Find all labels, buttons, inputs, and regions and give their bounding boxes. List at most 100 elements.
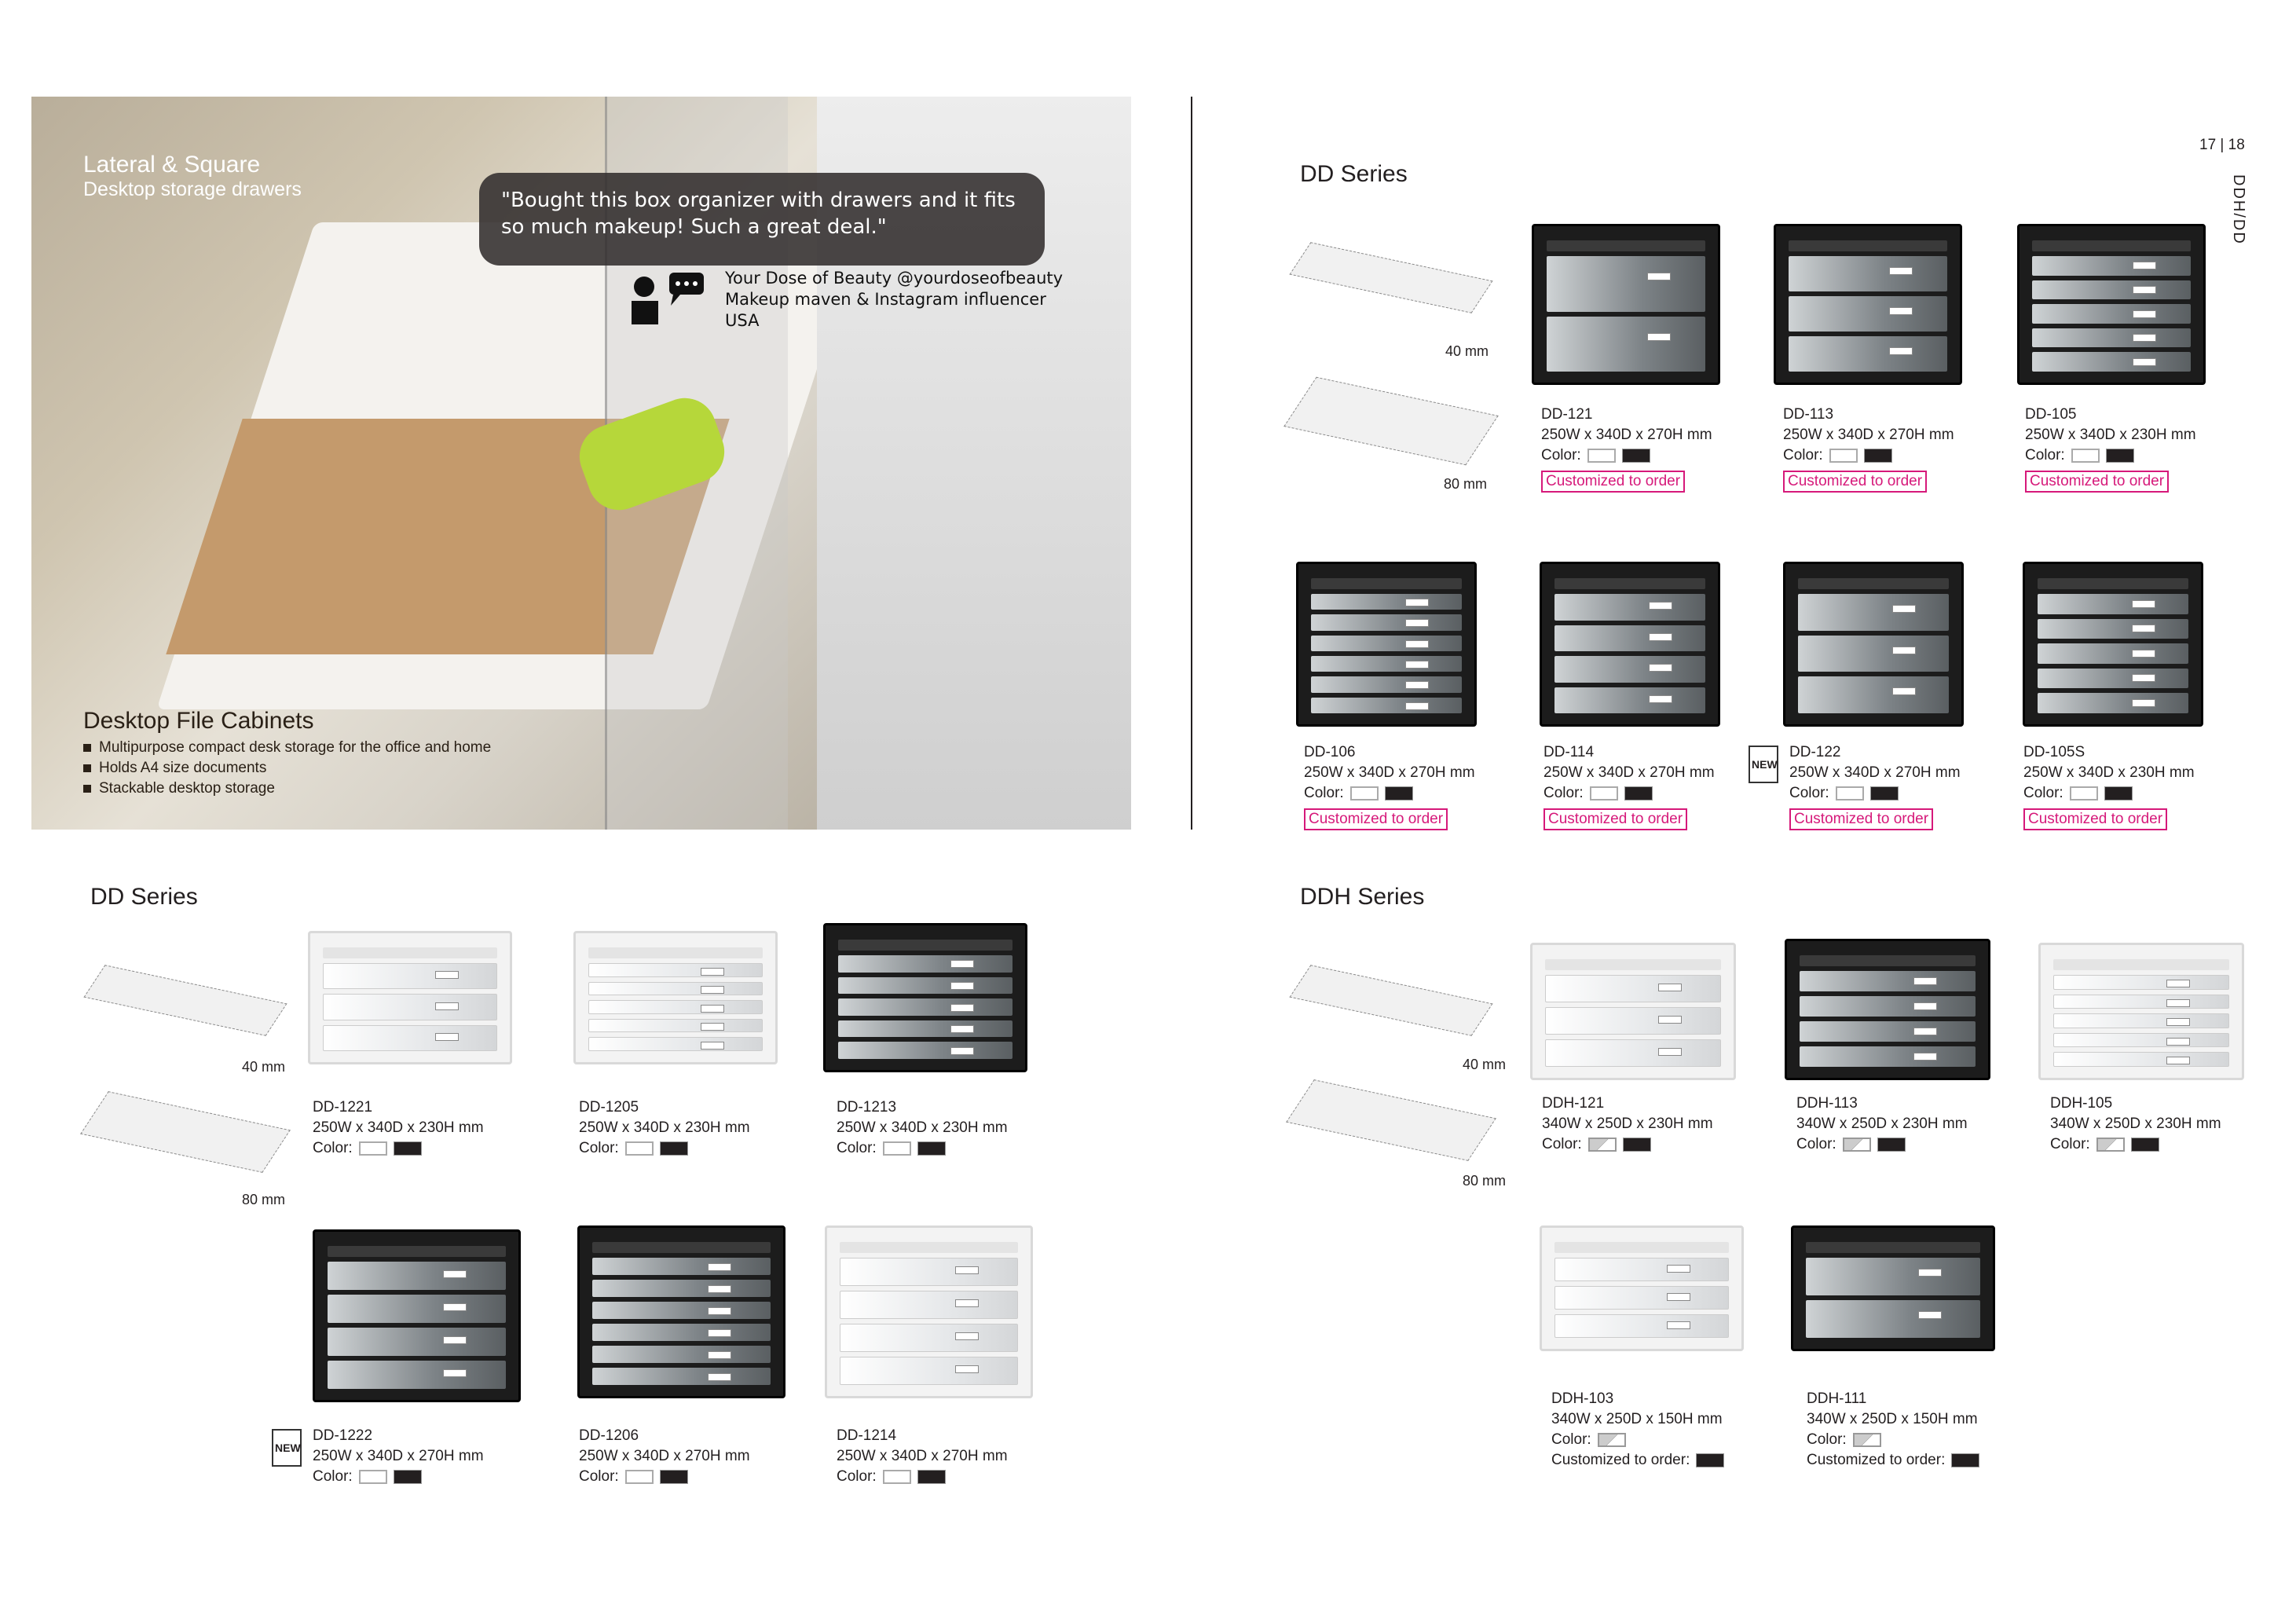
drawer-label-slot [443, 1269, 467, 1278]
drawer-label-slot [1658, 983, 1683, 991]
attribution-name: Your Dose of Beauty @yourdoseofbeauty [725, 269, 1064, 288]
product-info: DD-1213 250W x 340D x 230H mm Color: [837, 1097, 1008, 1159]
color-options: Color: [1551, 1430, 1724, 1450]
product-model: DD-121 [1541, 406, 1593, 423]
product-dimensions: 250W x 340D x 270H mm [1789, 764, 1961, 781]
drawer [323, 994, 497, 1020]
cabinet-top [838, 940, 1013, 951]
drawer-label-slot [950, 960, 975, 969]
color-swatch-clear [1842, 1137, 1871, 1152]
product-dimensions: 340W x 250D x 230H mm [1796, 1116, 1968, 1132]
customized-to-order-tag: Customized to order [1543, 808, 1688, 830]
drawer [1800, 996, 1976, 1017]
drawer [592, 1302, 771, 1319]
drawer-label-slot [1648, 602, 1672, 610]
drawer [2053, 994, 2229, 1009]
drawer-label-slot [1888, 346, 1913, 355]
drawer-label-slot [950, 1003, 975, 1012]
drawer-label-slot [443, 1302, 467, 1311]
drawer [1789, 296, 1947, 332]
drawer [592, 1258, 771, 1275]
drawer [588, 1000, 763, 1014]
cabinet-top [1554, 1242, 1729, 1253]
drawer [2038, 668, 2188, 689]
drawer-label-slot [700, 986, 724, 995]
product-model: DD-1214 [837, 1427, 897, 1444]
drawer-label-slot [2132, 262, 2156, 270]
cabinet-top [1545, 959, 1721, 970]
drawer [592, 1280, 771, 1297]
product-image [2023, 562, 2203, 727]
color-options: Color: [2050, 1134, 2221, 1155]
color-swatch-black [659, 1141, 688, 1156]
drawer [1806, 1258, 1980, 1295]
product-image [1785, 939, 1990, 1080]
color-options: Color: [1783, 445, 1954, 466]
color-swatch-white [1835, 786, 1864, 801]
photo-subheading: Desktop storage drawers [83, 178, 302, 200]
product-model: DD-105S [2023, 744, 2085, 760]
cabinet-top [1547, 240, 1705, 251]
feature-item: Multipurpose compact desk storage for th… [83, 738, 491, 758]
color-options: Color: [1541, 445, 1712, 466]
drawer [588, 1018, 763, 1033]
drawer [1798, 676, 1949, 714]
color-options: Color: [1543, 783, 1715, 804]
drawer-label-slot [700, 967, 724, 976]
drawer [323, 1024, 497, 1051]
product-dimensions: 340W x 250D x 150H mm [1807, 1411, 1978, 1427]
customized-to-order-tag: Customized to order [1304, 808, 1448, 830]
photo-heading: Lateral & Square [83, 152, 261, 178]
drawer-label-slot [1666, 1265, 1690, 1273]
drawer [588, 981, 763, 996]
product-image [313, 1229, 521, 1402]
drawer-label-slot [434, 1002, 459, 1010]
drawer [328, 1295, 506, 1323]
drawer-label-slot [1404, 599, 1429, 607]
color-options: Color: [2023, 783, 2195, 804]
product-info: DD-1222 250W x 340D x 270H mm Color: [313, 1426, 484, 1487]
drawer-label-slot [1404, 619, 1429, 628]
drawer [2032, 328, 2191, 348]
drawer-label-slot [2132, 334, 2156, 343]
product-dimensions: 250W x 340D x 270H mm [1543, 764, 1715, 781]
drawer [328, 1361, 506, 1389]
cabinet-top [1800, 955, 1976, 966]
color-swatch-white [358, 1141, 387, 1156]
drawer-depth-label: 40 mm [242, 1059, 286, 1075]
cabinet-top [328, 1246, 506, 1257]
drawer [1545, 1039, 1721, 1067]
cabinet-top [1798, 578, 1949, 589]
product-dimensions: 250W x 340D x 230H mm [579, 1119, 750, 1136]
drawer [2032, 352, 2191, 372]
color-swatch-black [1384, 786, 1413, 801]
color-swatch-black [1621, 448, 1650, 463]
product-image [577, 1225, 785, 1398]
drawer-label-slot [434, 1033, 459, 1042]
drawer [840, 1357, 1018, 1385]
drawer [1554, 1314, 1729, 1338]
drawer [2053, 1052, 2229, 1067]
drawer-depth-diagram [1289, 242, 1493, 313]
custom-order-label: Customized to order: [1807, 1452, 1946, 1468]
product-model: DDH-103 [1551, 1390, 1614, 1407]
drawer [1311, 614, 1462, 631]
cabinet-top [2032, 240, 2191, 251]
drawer [1554, 1258, 1729, 1281]
color-swatch-white [1829, 448, 1858, 463]
drawer-label-slot [1888, 266, 1913, 275]
color-label: Color: [837, 1140, 877, 1156]
custom-order-label: Customized to order: [1551, 1452, 1690, 1468]
drawer-label-slot [700, 1042, 724, 1050]
drawer [328, 1262, 506, 1290]
drawer-label-slot [1888, 306, 1913, 315]
speaker-chat-icon [630, 271, 709, 326]
drawer [840, 1324, 1018, 1352]
color-swatch-white [2071, 448, 2100, 463]
drawer-label-slot [700, 1023, 724, 1031]
drawer-label-slot [1404, 639, 1429, 648]
product-image [1532, 224, 1720, 385]
drawer-label-slot [950, 1025, 975, 1034]
color-swatch-black [1869, 786, 1899, 801]
product-image [1791, 1225, 1995, 1351]
